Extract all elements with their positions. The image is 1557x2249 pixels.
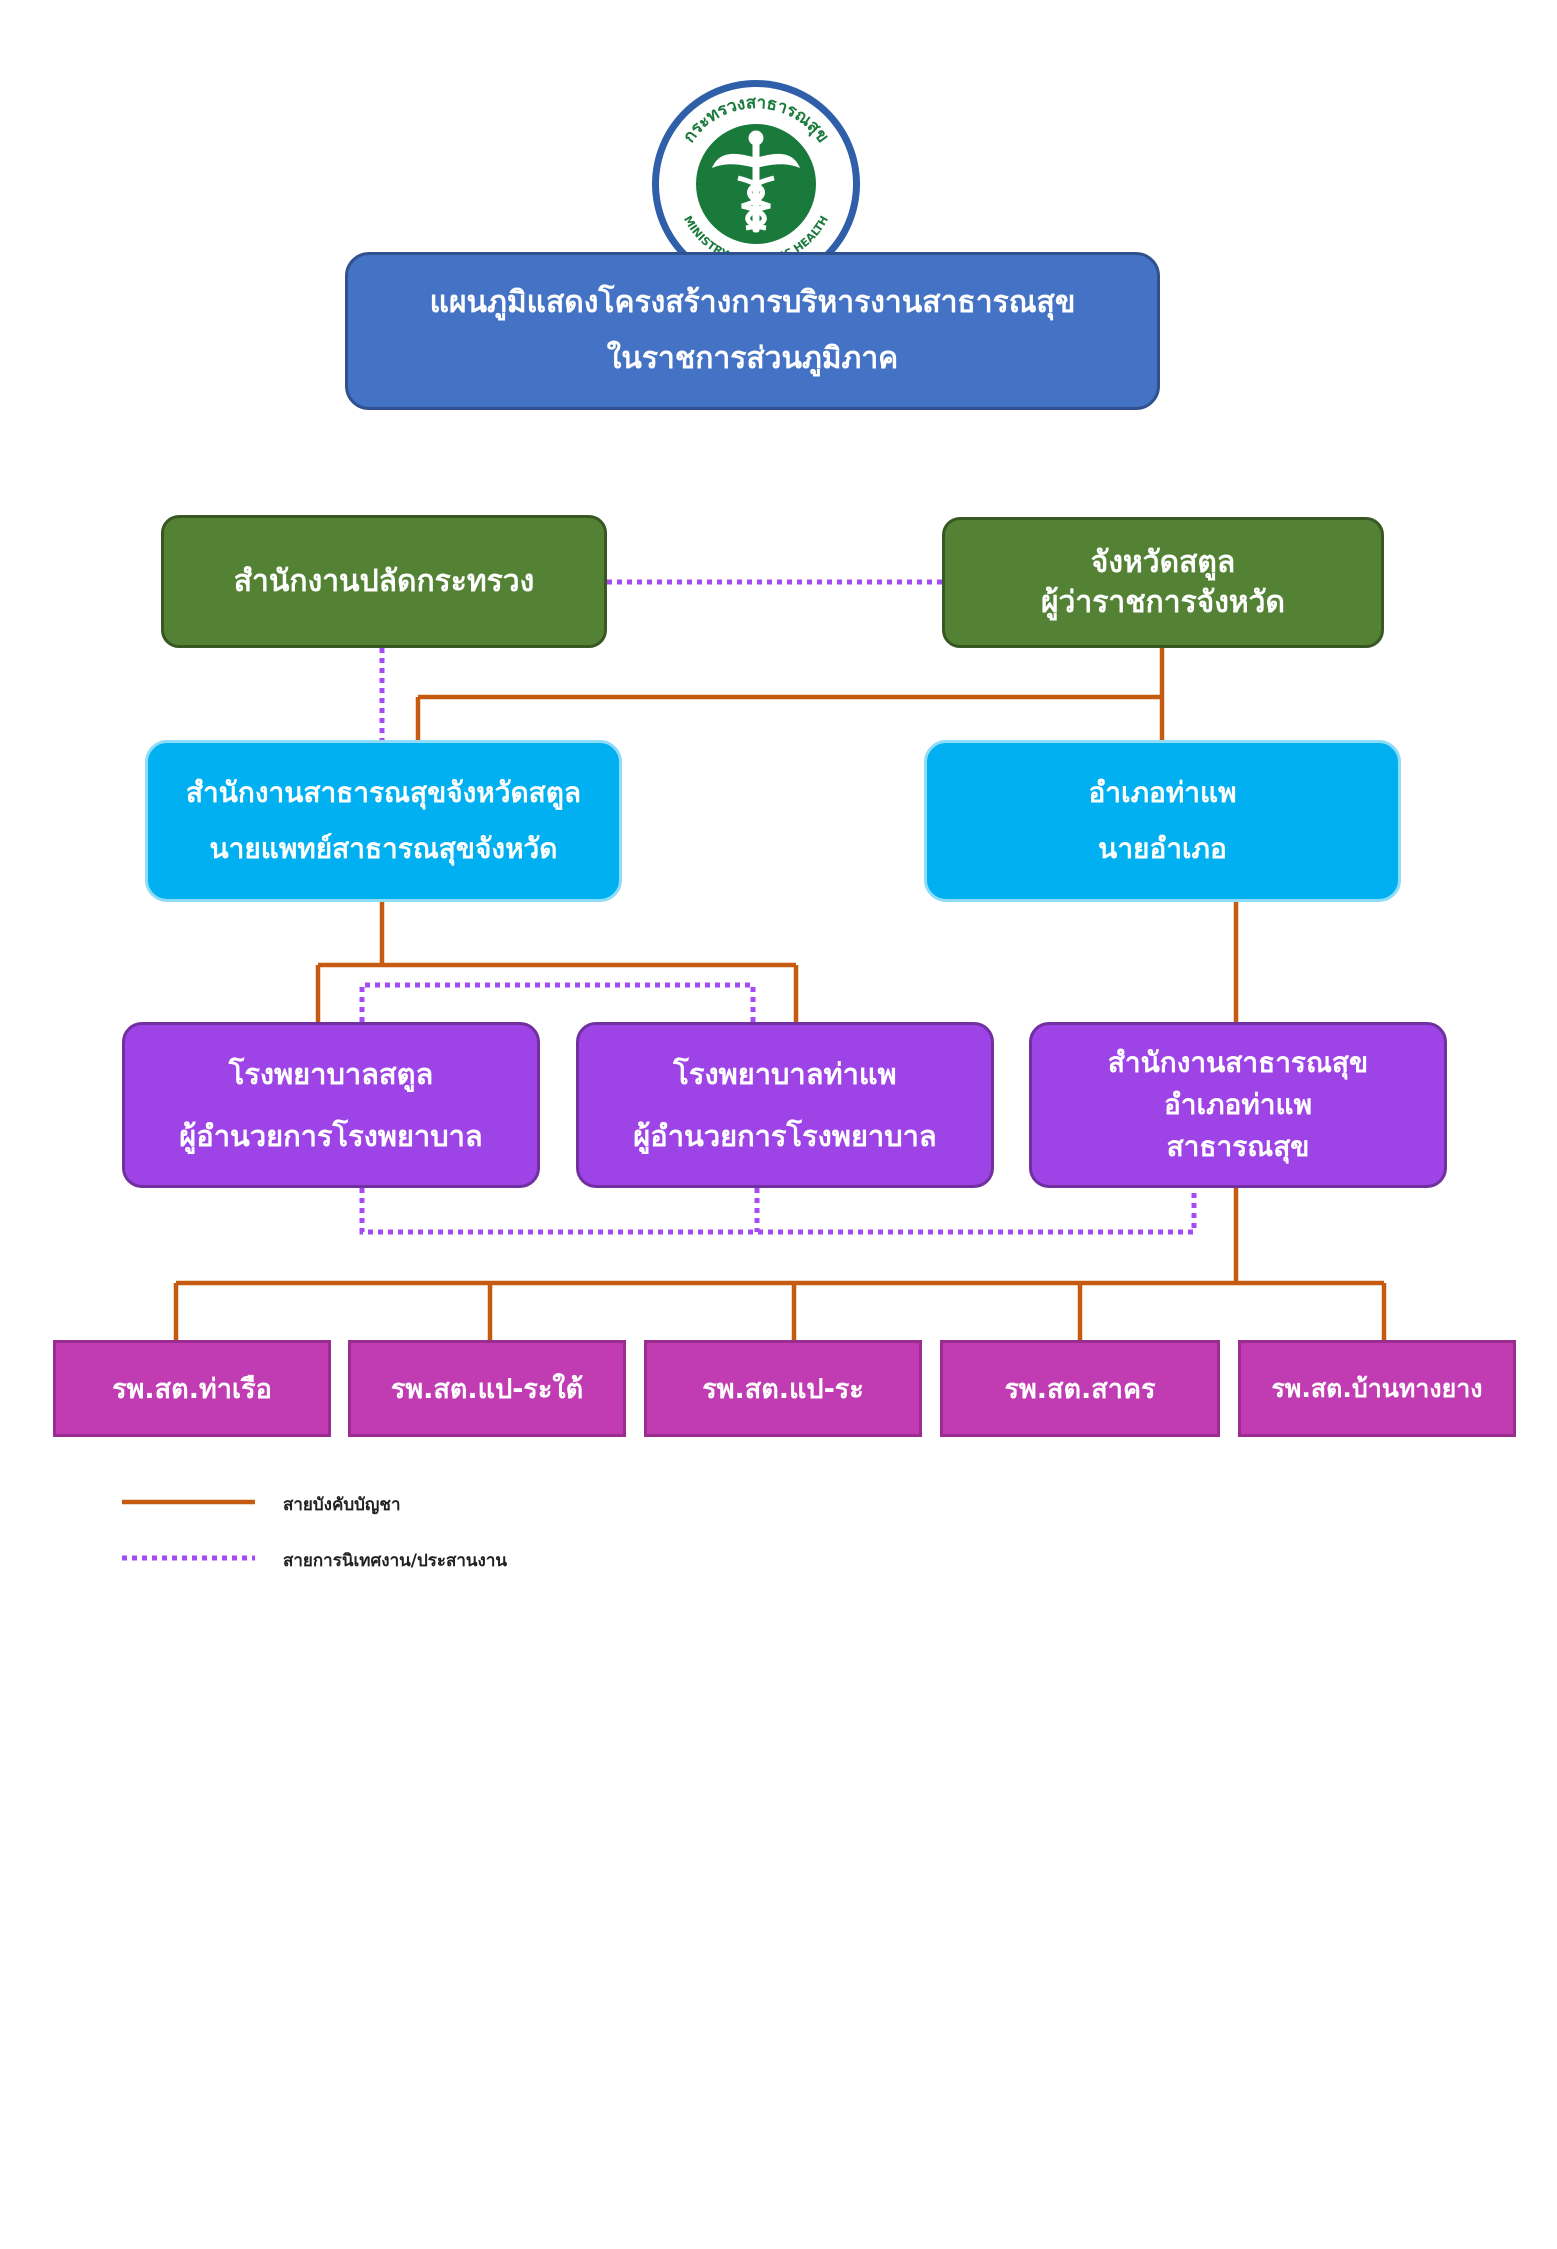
clinic-label: รพ.สต.บ้านทางยาง bbox=[1271, 1373, 1483, 1403]
supervise-line bbox=[359, 1188, 1197, 1235]
node-sublabel: ผู้อำนวยการโรงพยาบาล bbox=[179, 1119, 483, 1153]
legend-supervise-label: สายการนิเทศงาน/ประสานงาน bbox=[283, 1551, 508, 1571]
clinic-label: รพ.สต.แป-ระ bbox=[702, 1374, 864, 1405]
node-label: สำนักงานสาธารณสุข bbox=[1107, 1046, 1369, 1079]
clinic-box: รพ.สต.บ้านทางยาง bbox=[1238, 1340, 1516, 1437]
node-district-health-office: สำนักงานสาธารณสุข อำเภอท่าแพ สาธารณสุข bbox=[1029, 1022, 1447, 1188]
node-tha-phae-hospital: โรงพยาบาลท่าแพ ผู้อำนวยการโรงพยาบาล bbox=[576, 1022, 994, 1188]
node-label: โรงพยาบาลสตูล bbox=[228, 1057, 434, 1091]
node-label: อำเภอท่าแพ bbox=[1088, 776, 1237, 809]
node-label: สำนักงานสาธารณสุขจังหวัดสตูล bbox=[185, 776, 582, 809]
caduceus-icon bbox=[712, 130, 800, 233]
supervise-line bbox=[359, 982, 756, 1022]
clinic-box: รพ.สต.แป-ระ bbox=[644, 1340, 922, 1437]
node-label: สำนักงานปลัดกระทรวง bbox=[233, 563, 535, 599]
node-permanent-secretary-office: สำนักงานปลัดกระทรวง bbox=[161, 515, 607, 648]
node-label: โรงพยาบาลท่าแพ bbox=[673, 1057, 897, 1091]
node-tha-phae-district: อำเภอท่าแพ นายอำเภอ bbox=[924, 740, 1401, 902]
legend-command-label: สายบังคับบัญชา bbox=[283, 1495, 401, 1515]
node-sublabel: สาธารณสุข bbox=[1166, 1130, 1310, 1163]
node-satun-hospital: โรงพยาบาลสตูล ผู้อำนวยการโรงพยาบาล bbox=[122, 1022, 540, 1188]
clinic-label: รพ.สต.สาคร bbox=[1004, 1374, 1156, 1405]
supervise-lines bbox=[122, 579, 1197, 1561]
node-sublabel: ผู้ว่าราชการจังหวัด bbox=[1040, 584, 1286, 620]
node-label: จังหวัดสตูล bbox=[1090, 544, 1236, 580]
clinic-box: รพ.สต.ท่าเรือ bbox=[53, 1340, 331, 1437]
chart-title-line2: ในราชการส่วนภูมิภาค bbox=[606, 341, 899, 376]
clinic-label: รพ.สต.แป-ระใต้ bbox=[390, 1374, 584, 1405]
clinic-box: รพ.สต.สาคร bbox=[940, 1340, 1220, 1437]
node-provincial-health-office: สำนักงานสาธารณสุขจังหวัดสตูล นายแพทย์สาธ… bbox=[145, 740, 622, 902]
command-lines bbox=[122, 648, 1387, 1505]
node-sublabel: อำเภอท่าแพ bbox=[1163, 1088, 1313, 1121]
chart-title-line1: แผนภูมิแสดงโครงสร้างการบริหารงานสาธารณสุ… bbox=[429, 285, 1076, 320]
clinic-label: รพ.สต.ท่าเรือ bbox=[112, 1374, 272, 1405]
node-satun-province: จังหวัดสตูล ผู้ว่าราชการจังหวัด bbox=[942, 517, 1384, 648]
node-sublabel: นายอำเภอ bbox=[1098, 832, 1227, 865]
node-sublabel: นายแพทย์สาธารณสุขจังหวัด bbox=[209, 832, 558, 865]
clinic-box: รพ.สต.แป-ระใต้ bbox=[348, 1340, 626, 1437]
node-sublabel: ผู้อำนวยการโรงพยาบาล bbox=[633, 1119, 937, 1153]
chart-title-box: แผนภูมิแสดงโครงสร้างการบริหารงานสาธารณสุ… bbox=[345, 252, 1160, 410]
